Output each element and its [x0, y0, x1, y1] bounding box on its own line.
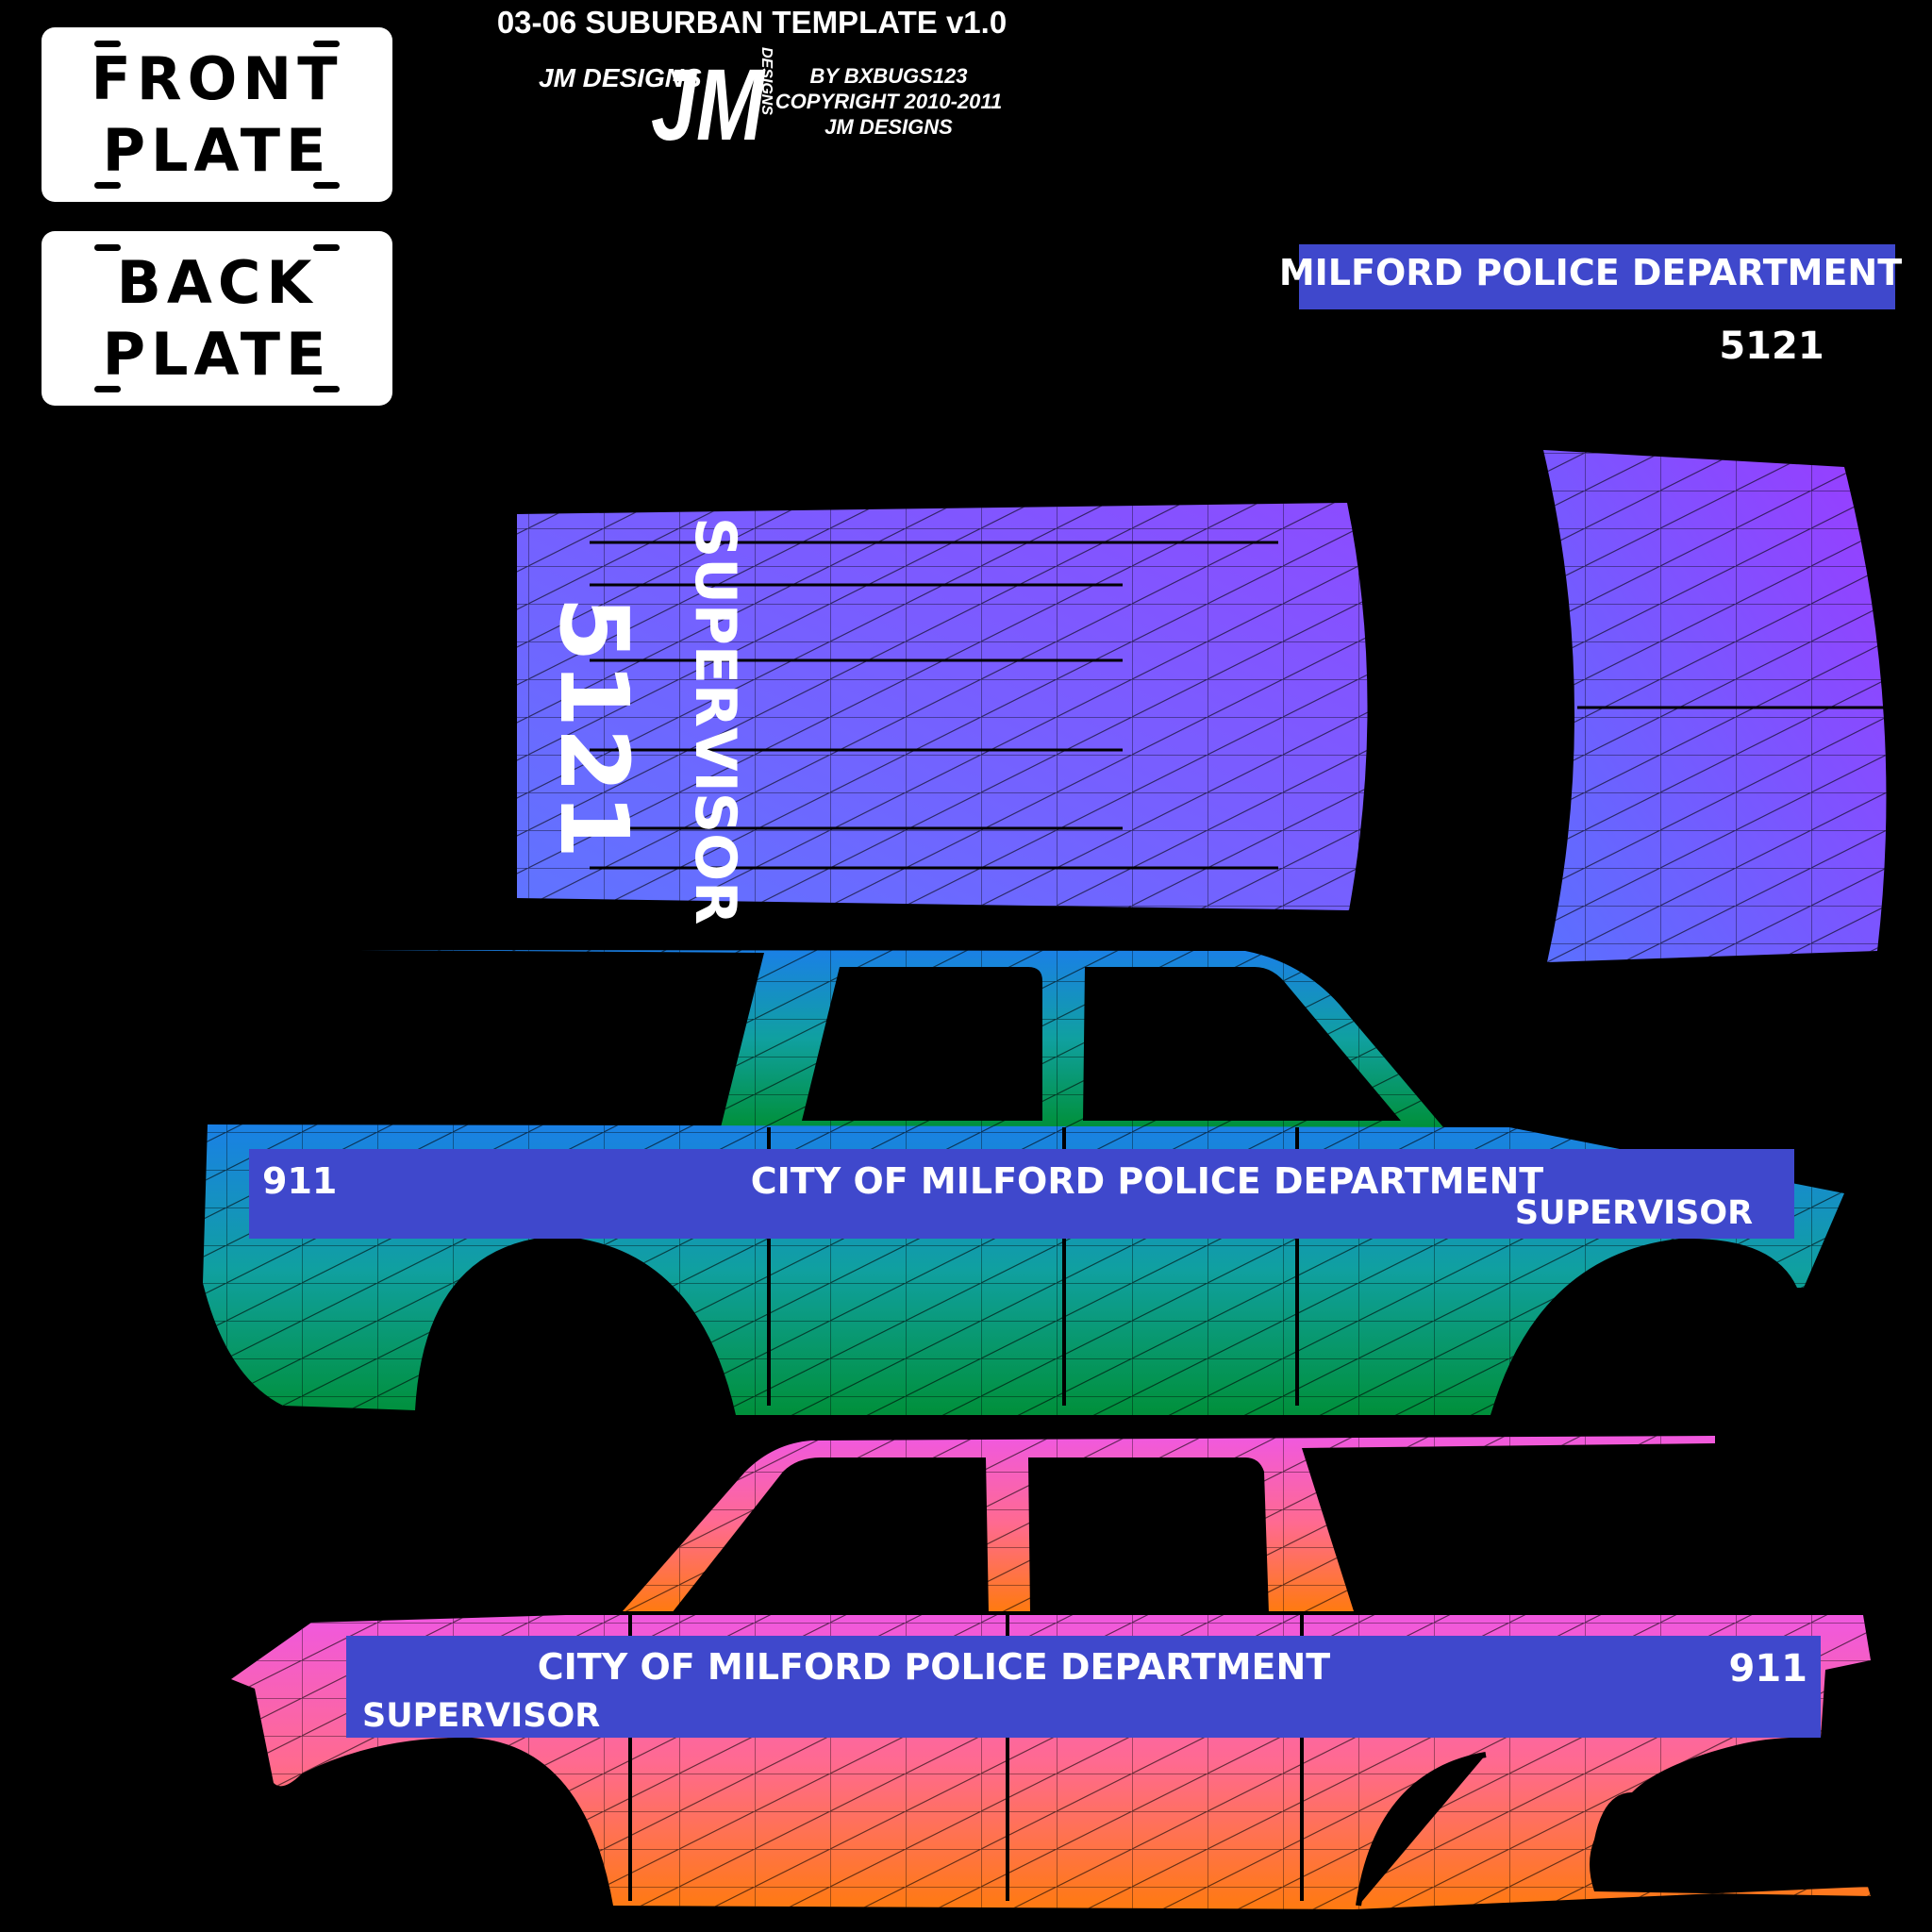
template-title: 03-06 SUBURBAN TEMPLATE v1.0: [497, 5, 1007, 40]
credit-line-1: BY BXBUGS123: [809, 64, 967, 88]
left-side-supervisor: SUPERVISOR: [1515, 1194, 1753, 1232]
left-side-banner: [249, 1149, 1794, 1239]
roof-panel: SUPERVISOR 5121: [517, 503, 1368, 924]
jm-designs-logo: JM DESIGNS JM DESIGNS BY BXBUGS123 COPYR…: [539, 47, 1002, 161]
front-plate-line1: FRONT: [91, 44, 343, 113]
hood-panel: [1543, 450, 1889, 962]
logo-left-text: JM DESIGNS: [539, 63, 702, 92]
back-plate: BACK PLATE: [42, 231, 392, 406]
back-plate-line2: PLATE: [102, 320, 332, 389]
logo-mark-sub: DESIGNS: [758, 47, 774, 115]
right-side-911: 911: [1729, 1647, 1808, 1690]
front-plate-line2: PLATE: [102, 116, 332, 185]
roof-supervisor-label: SUPERVISOR: [682, 517, 748, 924]
back-plate-line1: BACK: [116, 248, 318, 317]
rear-banner: [1299, 244, 1895, 309]
right-side-supervisor: SUPERVISOR: [362, 1697, 600, 1735]
rear-banner-text: MILFORD POLICE DEPARTMENT: [1279, 252, 1902, 293]
credit-line-3: JM DESIGNS: [824, 115, 953, 139]
credit-line-2: COPYRIGHT 2010-2011: [775, 90, 1002, 113]
left-side-dept: CITY OF MILFORD POLICE DEPARTMENT: [751, 1160, 1544, 1202]
logo-mark: JM: [651, 47, 766, 161]
rear-unit-number: 5121: [1719, 325, 1824, 368]
right-side-banner: [346, 1636, 1821, 1738]
right-side-dept: CITY OF MILFORD POLICE DEPARTMENT: [538, 1646, 1331, 1688]
roof-unit-number: 5121: [539, 596, 649, 858]
front-plate: FRONT PLATE: [42, 27, 392, 202]
left-side-911: 911: [262, 1160, 337, 1202]
